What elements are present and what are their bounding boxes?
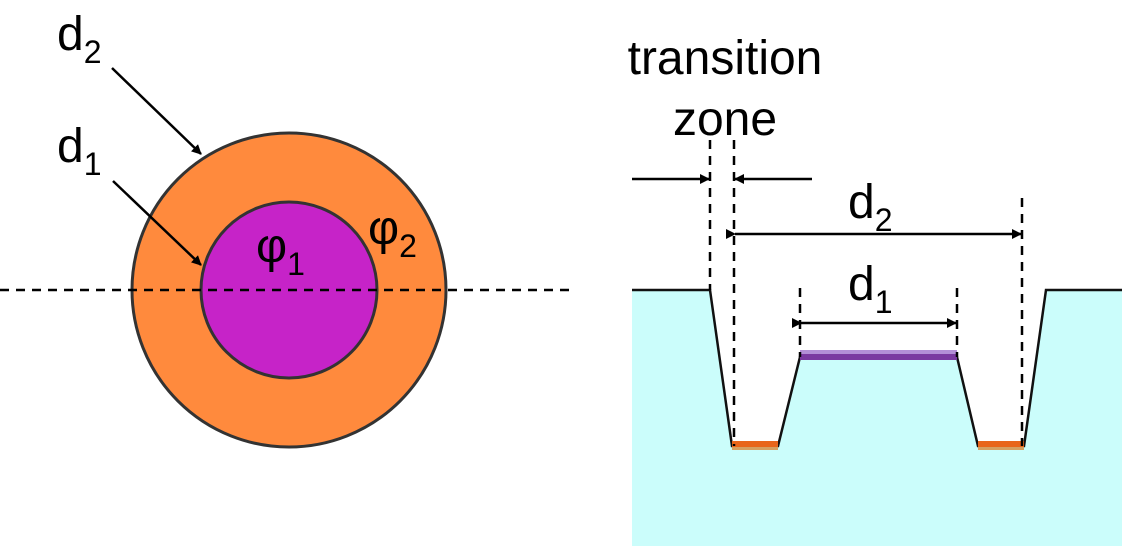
top-coating-strip — [800, 350, 957, 354]
inner-diameter-dimension-label: d1 — [848, 258, 893, 320]
top-coating-strip-core — [800, 354, 957, 360]
transition-zone-label-line1: transition — [628, 32, 823, 85]
right-trench-bottom-strip — [978, 441, 1024, 447]
left-trench-bottom-strip — [732, 441, 778, 447]
outer-diameter-dimension-label: d2 — [848, 176, 893, 238]
substrate-profile — [632, 290, 1122, 546]
left-trench-bottom-strip-base — [732, 447, 778, 450]
right-trench-bottom-strip-base — [978, 447, 1024, 450]
cross-section-view: transition zone d2 d1 — [628, 32, 1122, 546]
outer-diameter-leader-arrow — [111, 67, 202, 155]
outer-phase-label: φ2 — [368, 202, 417, 264]
outer-diameter-label: d2 — [57, 8, 102, 70]
inner-phase-label: φ1 — [256, 220, 305, 282]
inner-diameter-leader-arrow — [112, 180, 202, 266]
transition-zone-label-line2: zone — [673, 93, 777, 146]
inner-diameter-label: d1 — [57, 120, 102, 182]
top-view: d2 d1 φ1 φ2 — [0, 8, 574, 449]
